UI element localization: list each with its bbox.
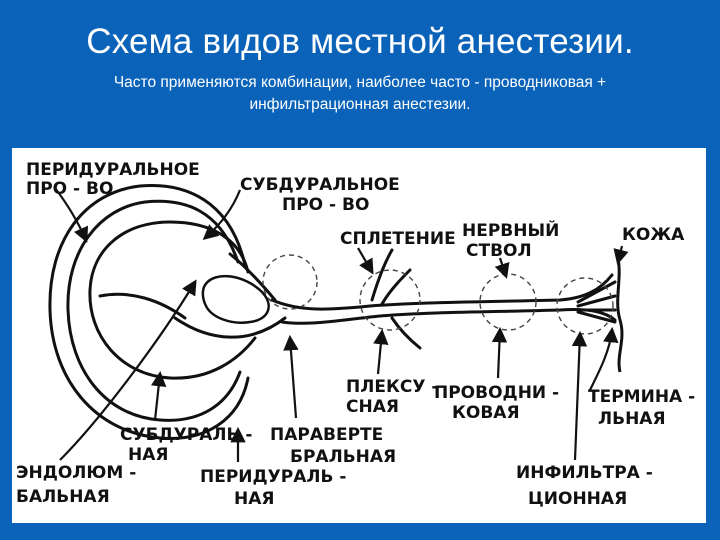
dural-ring: [66, 199, 242, 422]
label-peridural-space-2: ПРО - ВО: [26, 179, 113, 199]
inner-fold: [98, 292, 187, 320]
plexus-branch-up: [370, 248, 394, 302]
arrow-nerve-trunk: [494, 257, 510, 279]
plexus-branch-down: [390, 316, 422, 350]
dorsal-root: [173, 316, 287, 339]
arrow-plexus-type: [373, 328, 389, 375]
arrow-skin: [613, 245, 629, 265]
label-endolumbal-1: ЭНДОЛЮМ -: [16, 463, 136, 483]
label-terminal-1: ТЕРМИНА -: [588, 387, 695, 407]
label-subdural-type-2: НАЯ: [128, 445, 168, 465]
zone-conduction: [479, 273, 537, 331]
plexus-branch-up-2: [380, 268, 412, 306]
skin-fibers: [576, 280, 617, 324]
label-nerve-trunk-1: НЕРВНЫЙ: [462, 219, 559, 241]
pointer-arrows: [54, 187, 629, 462]
label-endolumbal-2: БАЛЬНАЯ: [16, 487, 110, 507]
skin-line: [616, 257, 624, 373]
arrow-terminal: [589, 326, 619, 391]
anesthesia-zones: [262, 254, 614, 335]
arrow-infiltration: [571, 330, 588, 461]
subtitle-line-1: Часто применяются комбинации, наиболее ч…: [113, 74, 607, 91]
arrow-conduction: [491, 326, 508, 379]
diagram-panel: [12, 148, 706, 523]
label-peridural-type-1: ПЕРИДУРАЛЬ -: [200, 467, 346, 487]
outer-canal-ring: [48, 183, 250, 440]
zone-plexus: [359, 269, 421, 331]
label-subdural-space-2: ПРО - ВО: [282, 195, 369, 215]
diagram-labels: ПЕРИДУРАЛЬНОЕ ПРО - ВО СУБДУРАЛЬНОЕ ПРО …: [16, 160, 695, 509]
arrow-endolumbal: [59, 279, 197, 461]
label-peridural-type-2: НАЯ: [234, 489, 274, 509]
arrow-plexus: [357, 247, 374, 275]
label-subdural-type-1: СУБДУРАЛЬ -: [120, 425, 252, 445]
subtitle-line-2: инфильтрационная анестезии.: [249, 96, 471, 113]
slide-subtitle: Часто применяются комбинации, наиболее ч…: [30, 72, 690, 116]
label-plexus-type-1: ПЛЕКСУ -: [346, 377, 438, 397]
nerve-drawing: [270, 248, 617, 350]
ventral-root: [228, 252, 277, 302]
label-peridural-space-1: ПЕРИДУРАЛЬНОЕ: [26, 160, 200, 180]
label-paravertebral-1: ПАРАВЕРТЕ: [270, 425, 383, 445]
arrow-subdural-type: [151, 370, 167, 421]
arrow-subdural-space: [202, 189, 242, 241]
label-terminal-2: ЛЬНАЯ: [598, 409, 666, 429]
label-plexus-type-2: СНАЯ: [346, 397, 399, 417]
label-subdural-space-1: СУБДУРАЛЬНОЕ: [240, 175, 400, 195]
label-conduction-2: КОВАЯ: [452, 403, 520, 423]
grey-matter: [201, 274, 270, 324]
label-paravertebral-2: БРАЛЬНАЯ: [290, 447, 396, 467]
zone-paravertebral: [262, 254, 318, 310]
arrow-paravertebral: [283, 334, 299, 419]
label-plexus: СПЛЕТЕНИЕ: [340, 229, 456, 249]
spinal-cord-drawing: [48, 183, 287, 440]
arrow-peridural-space: [54, 187, 89, 243]
label-conduction-1: ПРОВОДНИ -: [434, 383, 559, 403]
zone-infiltration: [556, 277, 614, 335]
label-infiltration-1: ИНФИЛЬТРА -: [516, 463, 653, 483]
spinal-cord-body: [88, 220, 257, 380]
label-nerve-trunk-2: СТВОЛ: [466, 241, 532, 261]
nerve-lower-fiber: [280, 308, 617, 325]
label-skin: КОЖА: [622, 225, 685, 245]
slide-title: Схема видов местной анестезии.: [86, 22, 634, 61]
label-infiltration-2: ЦИОННАЯ: [528, 489, 627, 509]
nerve-upper-fiber: [270, 273, 614, 311]
